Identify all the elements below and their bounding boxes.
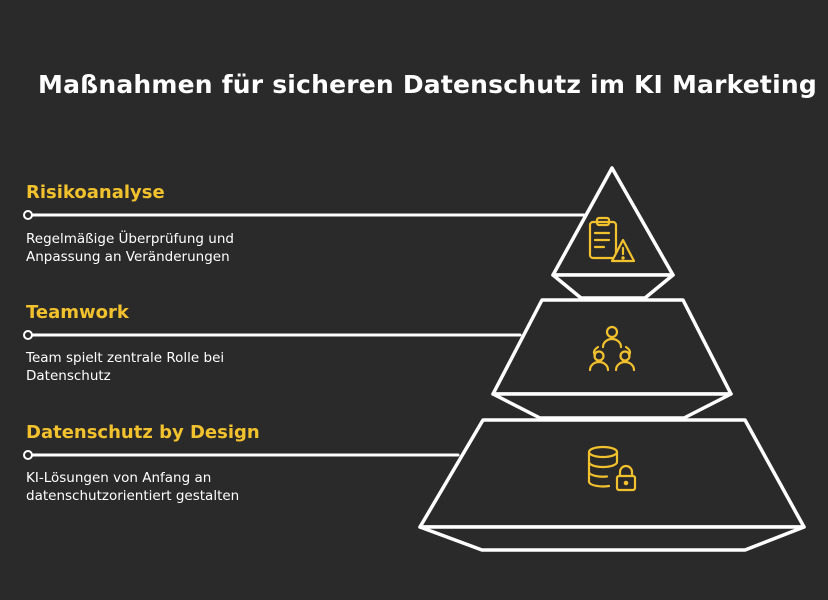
level-2-description-line-1: Team spielt zentrale Rolle bei	[26, 350, 225, 366]
level-1-title: Risikoanalyse	[26, 182, 165, 203]
level-1-description-line-2: Anpassung an Veränderungen	[26, 249, 230, 265]
clipboard-warning-icon	[588, 216, 636, 263]
level-2-connector-dot	[23, 330, 33, 340]
level-3-title: Datenschutz by Design	[26, 422, 260, 443]
team-icon	[588, 325, 636, 372]
level-2-title: Teamwork	[26, 302, 129, 323]
level-3-description-line-2: datenschutzorientiert gestalten	[26, 488, 240, 504]
database-lock-icon	[587, 445, 637, 492]
pyramid-tier-2	[491, 298, 733, 420]
level-1-description: Regelmäßige Überprüfung und Anpassung an…	[26, 230, 286, 266]
level-2-description: Team spielt zentrale Rolle bei Datenschu…	[26, 349, 286, 385]
level-3-connector-dot	[23, 450, 33, 460]
pyramid-tier-1	[551, 166, 675, 300]
level-3-description: KI-Lösungen von Anfang an datenschutzori…	[26, 469, 286, 505]
pyramid-tier-3	[418, 418, 806, 552]
level-3-description-line-1: KI-Lösungen von Anfang an	[26, 470, 212, 486]
level-1-description-line-1: Regelmäßige Überprüfung und	[26, 231, 234, 247]
diagram-title: Maßnahmen für sicheren Datenschutz im KI…	[38, 70, 817, 99]
level-1-connector-dot	[23, 210, 33, 220]
level-2-description-line-2: Datenschutz	[26, 368, 111, 384]
